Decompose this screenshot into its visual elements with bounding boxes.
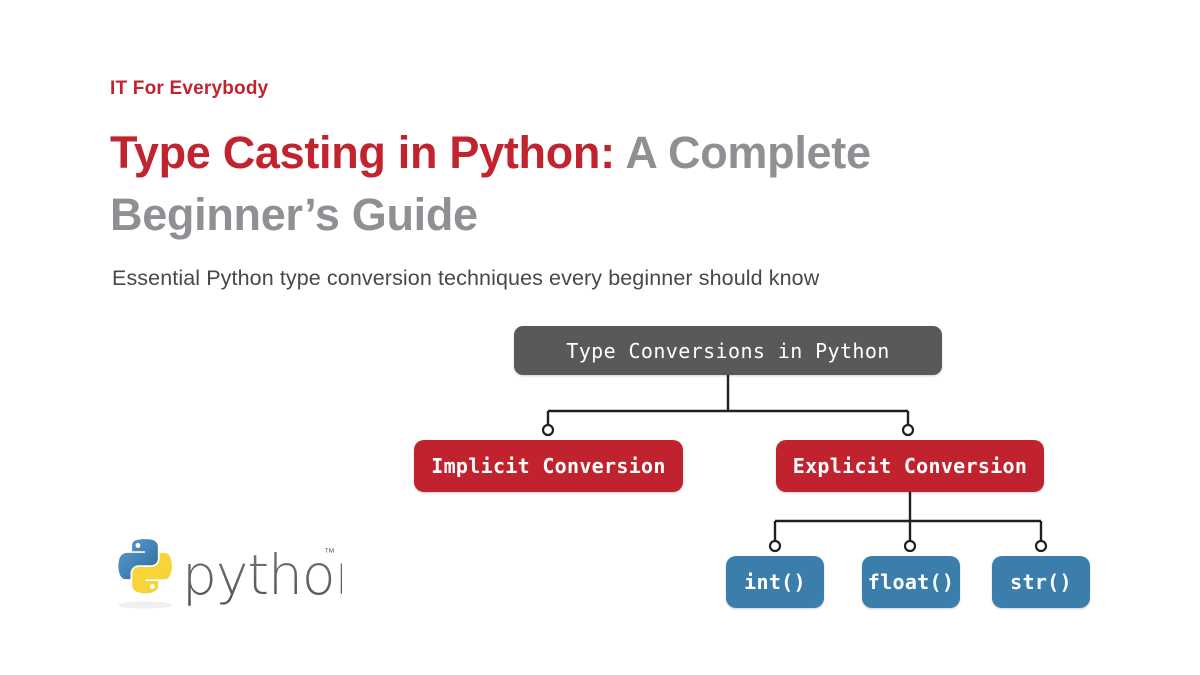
page-title-rest: A Complete Beginner’s Guide xyxy=(110,127,871,241)
python-snake-yellow xyxy=(132,552,172,594)
endpoint-circle-int xyxy=(768,539,782,553)
diagram-node-explicit-conversion[interactable]: Explicit Conversion xyxy=(776,440,1044,492)
page-title: Type Casting in Python: A Complete Begin… xyxy=(110,122,970,246)
python-logo: python ™ xyxy=(110,534,342,612)
python-logo-icon: python ™ xyxy=(118,539,342,609)
endpoint-circle-explicit xyxy=(901,423,915,437)
page-title-highlight: Type Casting in Python: xyxy=(110,127,615,178)
diagram-node-root[interactable]: Type Conversions in Python xyxy=(514,326,942,375)
python-logo-shadow xyxy=(118,601,172,609)
endpoint-circle-str xyxy=(1034,539,1048,553)
diagram-node-implicit-conversion[interactable]: Implicit Conversion xyxy=(414,440,683,492)
python-wordmark: python xyxy=(182,543,342,607)
python-snake-blue xyxy=(118,539,158,580)
endpoint-circle-float xyxy=(903,539,917,553)
trademark-symbol: ™ xyxy=(324,547,335,559)
diagram-node-str[interactable]: str() xyxy=(992,556,1090,608)
endpoint-circle-implicit xyxy=(541,423,555,437)
diagram-node-int[interactable]: int() xyxy=(726,556,824,608)
brand-kicker: IT For Everybody xyxy=(110,78,269,99)
page-subtitle: Essential Python type conversion techniq… xyxy=(112,266,820,290)
diagram-node-float[interactable]: float() xyxy=(862,556,960,608)
